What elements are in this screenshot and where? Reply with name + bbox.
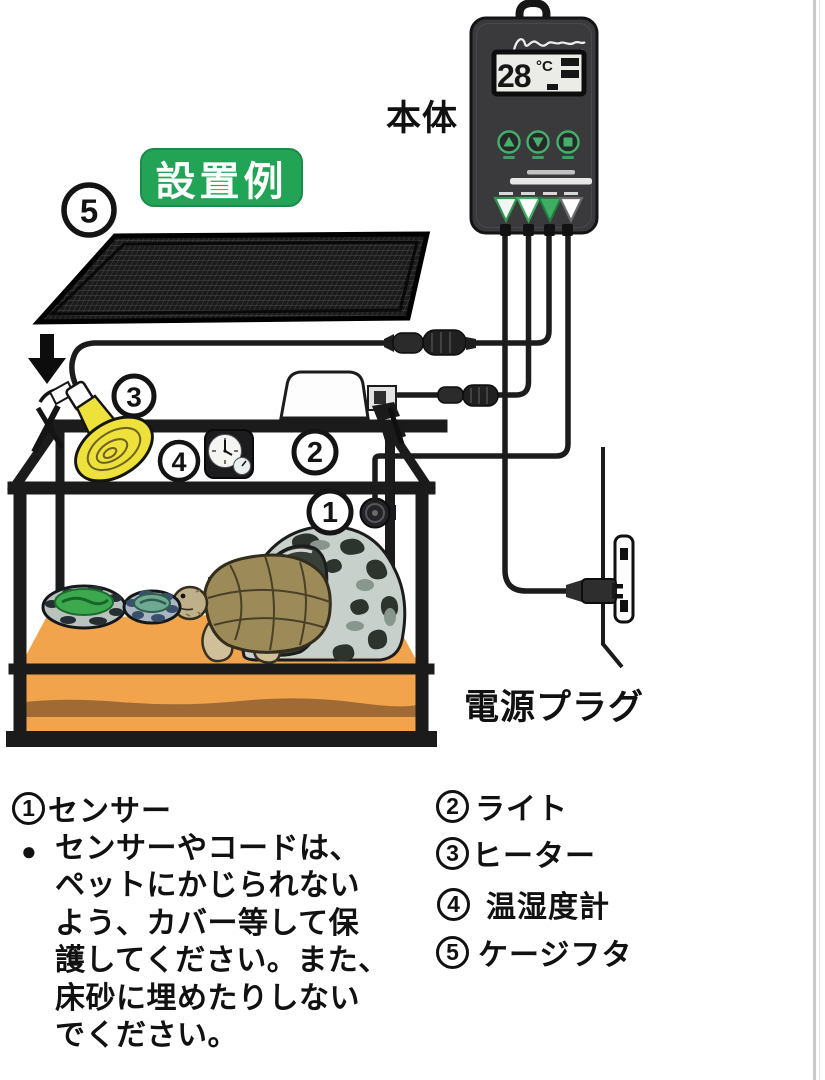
legend-num-sensor: 1 <box>12 791 45 825</box>
legend-num-light: 2 <box>436 789 469 823</box>
installation-example-label: 設置例 <box>155 159 288 204</box>
setup-diagram: 28 °C <box>6 0 635 747</box>
callout-3: 3 <box>126 382 142 413</box>
legend-label-light: ライト <box>475 793 568 826</box>
heat-lamp <box>31 380 154 483</box>
legend-label-heater: ヒーター <box>472 840 596 873</box>
temperature-sensor <box>359 497 396 529</box>
hanger-loop <box>515 0 551 20</box>
food-dish-blue <box>122 589 182 625</box>
legend-num-lid: 5 <box>436 935 469 969</box>
legend-num-thermo: 4 <box>437 887 470 921</box>
page-edge-line-faint <box>819 0 820 1080</box>
note-bullet: ● <box>21 836 37 866</box>
down-arrow-icon <box>28 334 66 384</box>
fixture-clamp <box>372 402 406 445</box>
inline-connector-light <box>437 384 499 407</box>
legend-item-thermo: 4 温湿度計 <box>437 882 610 926</box>
lcd-temperature-value: 28 <box>497 58 531 94</box>
note-line-4: 護してください。また、 <box>55 944 389 978</box>
model-text-line <box>527 170 575 175</box>
callout-1: 1 <box>322 497 338 529</box>
note-line-1: センサーやコードは、 <box>55 832 360 865</box>
power-plug-label: 電源プラグ <box>464 688 645 727</box>
sensor-cable <box>372 227 571 503</box>
legend-item-lid: 5 ケージフタ <box>436 930 632 974</box>
callout-4: 4 <box>171 447 186 477</box>
light-cable <box>395 227 532 398</box>
note-line-6: でください。 <box>55 1019 238 1053</box>
page-edge-line <box>813 0 816 1080</box>
cable-strain-reliefs <box>500 224 573 236</box>
output-port-markers <box>493 192 584 224</box>
installation-example-badge: 設置例 <box>140 148 303 207</box>
main-unit-label: 本体 <box>386 99 459 138</box>
thermostat-device: 28 °C <box>469 0 599 236</box>
turtle <box>171 553 332 664</box>
legend-item-light: 2 ライト <box>436 784 568 828</box>
wall-outlet <box>601 447 635 669</box>
legend-label-sensor: センサー <box>48 795 172 828</box>
legend-label-lid: ケージフタ <box>478 939 633 972</box>
note-line-2: ペットにかじられない <box>55 869 360 903</box>
thermo-hygrometer <box>204 429 254 479</box>
heater-cable <box>69 227 552 393</box>
cables <box>69 227 571 594</box>
legend-num-heater: 3 <box>436 836 469 870</box>
sensor-caution-note: センサーやコードは、 ペットにかじられない よう、カバー等して保 護してください… <box>55 830 389 1054</box>
callout-5: 5 <box>80 193 98 230</box>
lcd-temperature-unit: °C <box>536 58 553 75</box>
note-line-3: よう、カバー等して保 <box>55 906 360 940</box>
lamp-clamp <box>31 380 76 454</box>
legend-label-thermo: 温湿度計 <box>486 891 610 924</box>
product-text-line <box>510 178 592 185</box>
power-cable <box>502 227 571 594</box>
power-plug <box>566 578 623 604</box>
cage-lid-mesh <box>32 231 431 325</box>
food-dish-green <box>41 584 127 630</box>
controller-buttons <box>497 130 580 159</box>
legend-item-sensor: 1 センサー <box>12 786 172 830</box>
inline-connector-heater <box>384 329 476 356</box>
callout-2: 2 <box>307 437 323 469</box>
callout-circles: 5 3 4 2 1 <box>61 182 354 536</box>
lcd-display: 28 °C <box>491 49 587 97</box>
legend-item-heater: 3 ヒーター <box>436 831 596 875</box>
cage-frame-front <box>6 419 437 747</box>
note-line-5: 床砂に埋めたりしない <box>55 981 360 1015</box>
